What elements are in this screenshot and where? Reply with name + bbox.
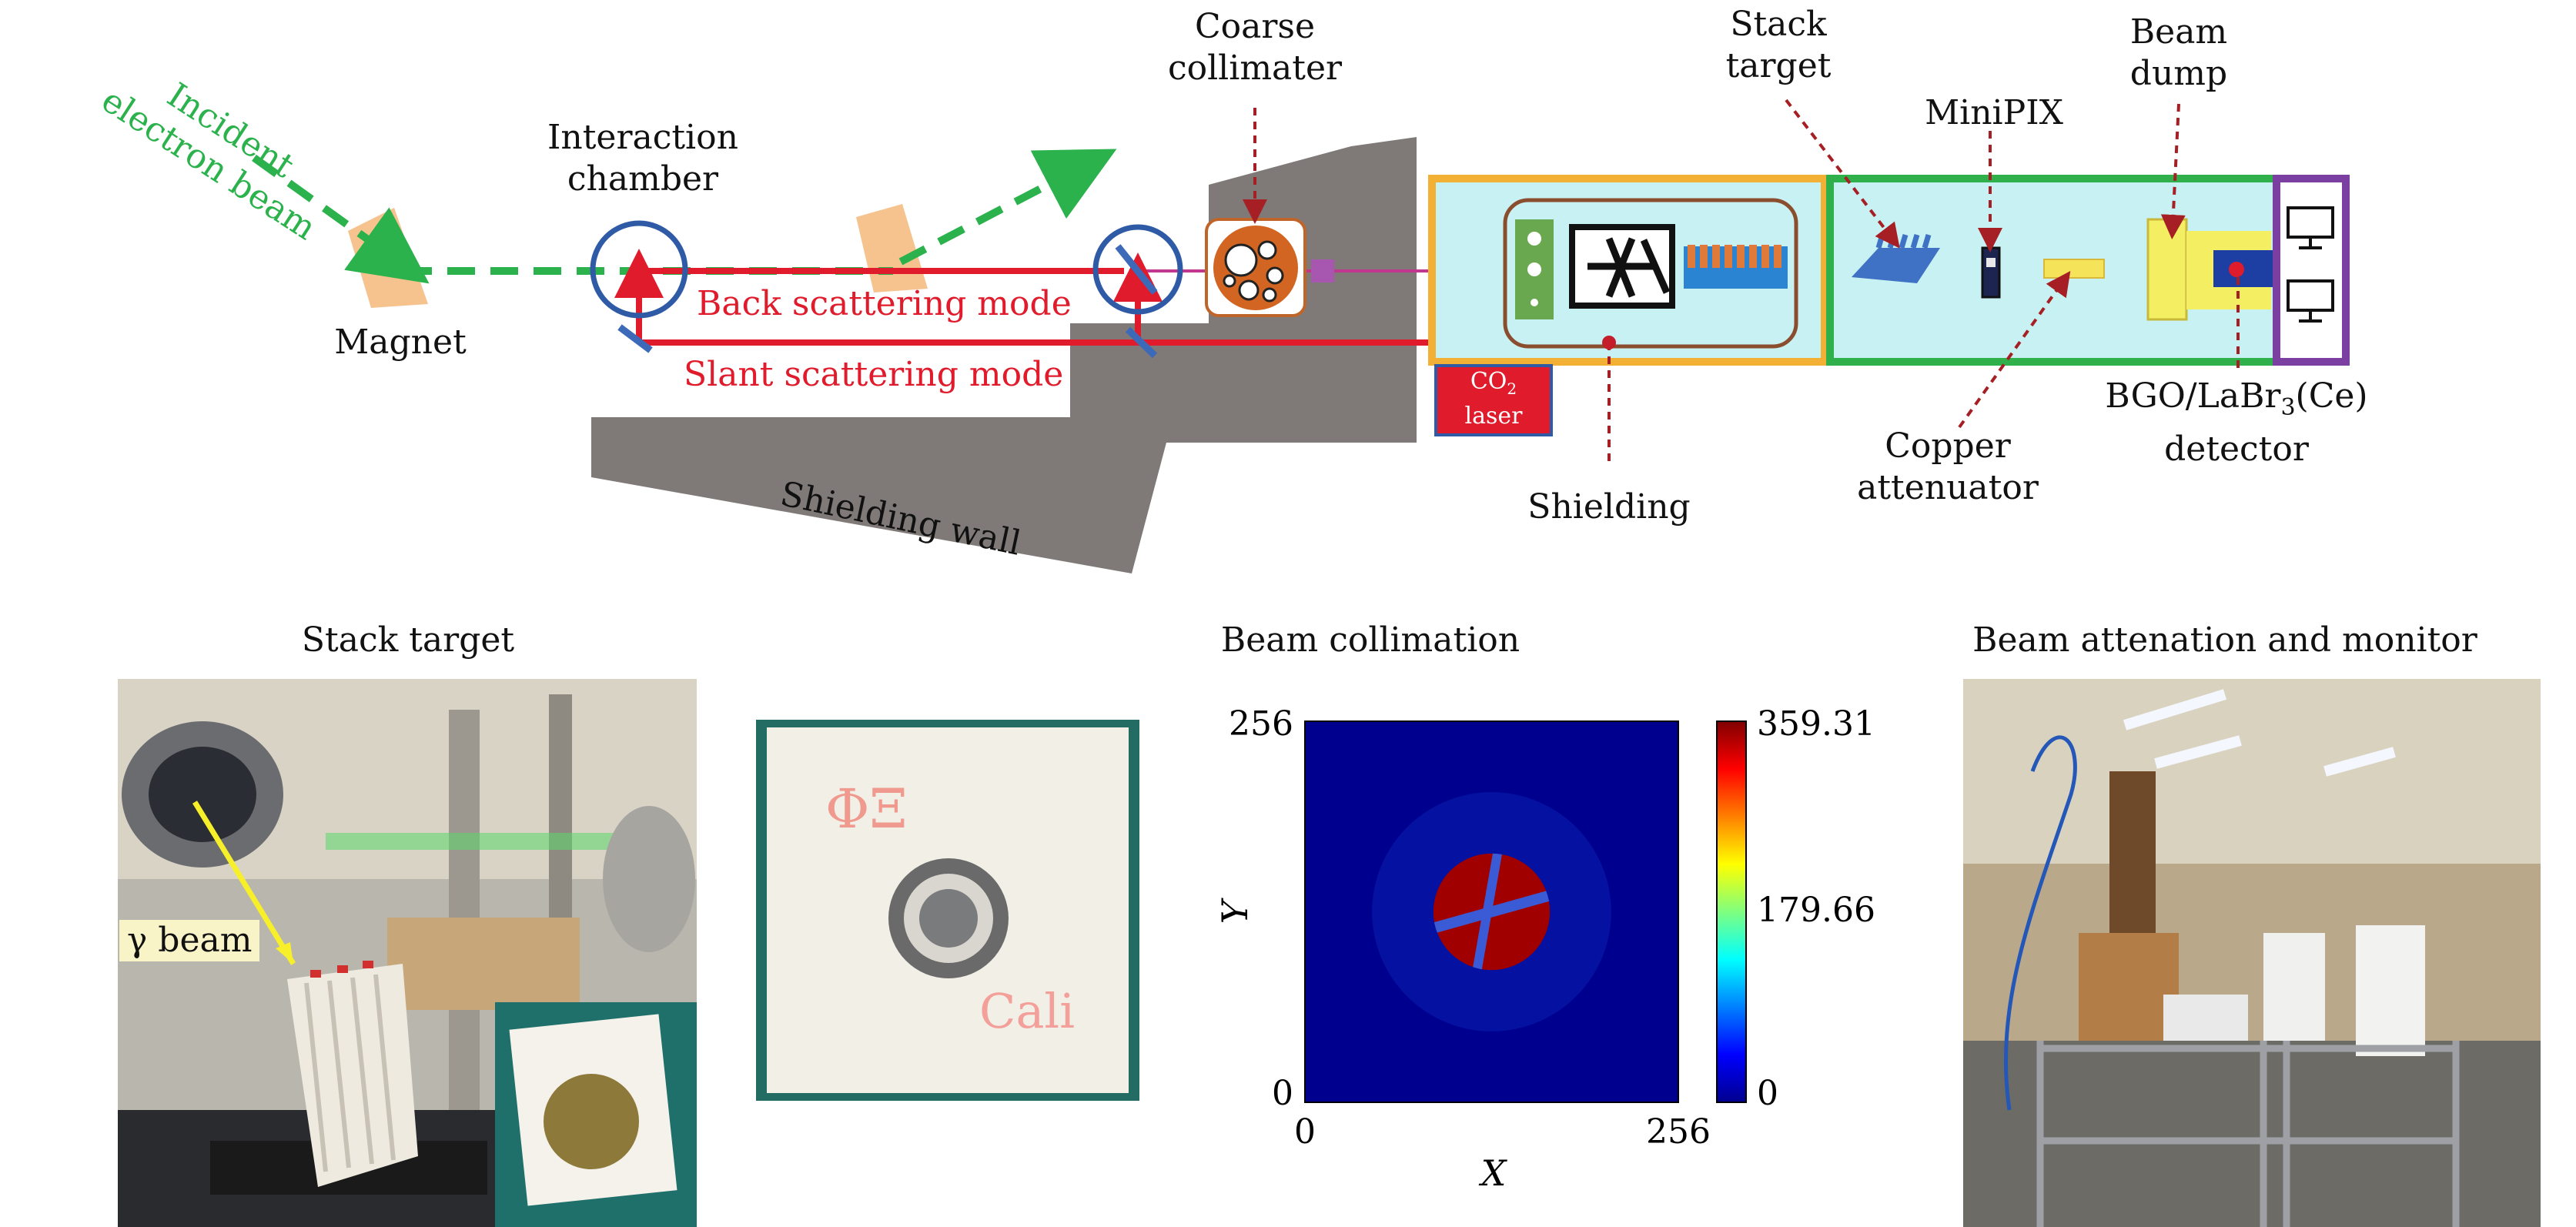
co2-laser-label: CO2 laser <box>1464 368 1523 430</box>
magnet-label: Magnet <box>334 323 467 362</box>
incident-beam-line <box>252 154 430 284</box>
collimator-photo: ΦΞ Cali <box>756 720 1139 1101</box>
stack-target-photo <box>118 679 697 1227</box>
y-tick-bottom: 0 <box>1272 1074 1293 1113</box>
shielding-label: Shielding <box>1527 487 1691 527</box>
beam-profile-heatmap: 256 0 0 256 X Y 359.31 179.66 0 <box>1214 704 1875 1194</box>
y-axis-label: Y <box>1214 897 1256 924</box>
colorbar-tick-max: 359.31 <box>1757 704 1875 744</box>
y-tick-top: 256 <box>1229 704 1293 744</box>
stack-target-title: Stack target <box>301 620 515 660</box>
svg-text:ΦΞ: ΦΞ <box>825 777 908 841</box>
beam-collimation-title: Beam collimation <box>1220 620 1521 660</box>
detector-label: BGO/LaBr3(Ce) detector <box>2105 376 2368 469</box>
x-tick-right: 256 <box>1646 1112 1711 1152</box>
back-scattering-mode-label: Back scattering mode <box>697 284 1072 323</box>
beamline-schematic <box>252 99 2350 573</box>
gamma-beam-label: γ beam <box>119 920 260 961</box>
colorbar-tick-min: 0 <box>1757 1074 1778 1113</box>
interaction-chamber-1 <box>590 220 688 319</box>
magnet-2 <box>856 204 928 293</box>
colorbar <box>1716 720 1747 1103</box>
beam-attenuation-title: Beam attenation and monitor <box>1972 620 2477 660</box>
monitor-box <box>2273 175 2350 366</box>
svg-text:Cali: Cali <box>979 983 1075 1039</box>
colorbar-tick-mid: 179.66 <box>1757 891 1875 930</box>
beam-attenuation-photo <box>1963 679 2541 1227</box>
slant-scattering-mode-label: Slant scattering mode <box>684 355 1064 394</box>
minipix-label: MiniPIX <box>1925 93 2063 132</box>
magnet-1 <box>348 208 428 308</box>
x-axis-label: X <box>1479 1152 1508 1194</box>
interaction-chamber-2 <box>1092 224 1183 315</box>
monitor-icon <box>2287 206 2334 323</box>
electron-beam-out <box>898 149 1117 266</box>
co2-laser-box <box>1434 364 1553 436</box>
heatmap-spot <box>1433 853 1551 971</box>
x-tick-left: 0 <box>1294 1112 1316 1152</box>
